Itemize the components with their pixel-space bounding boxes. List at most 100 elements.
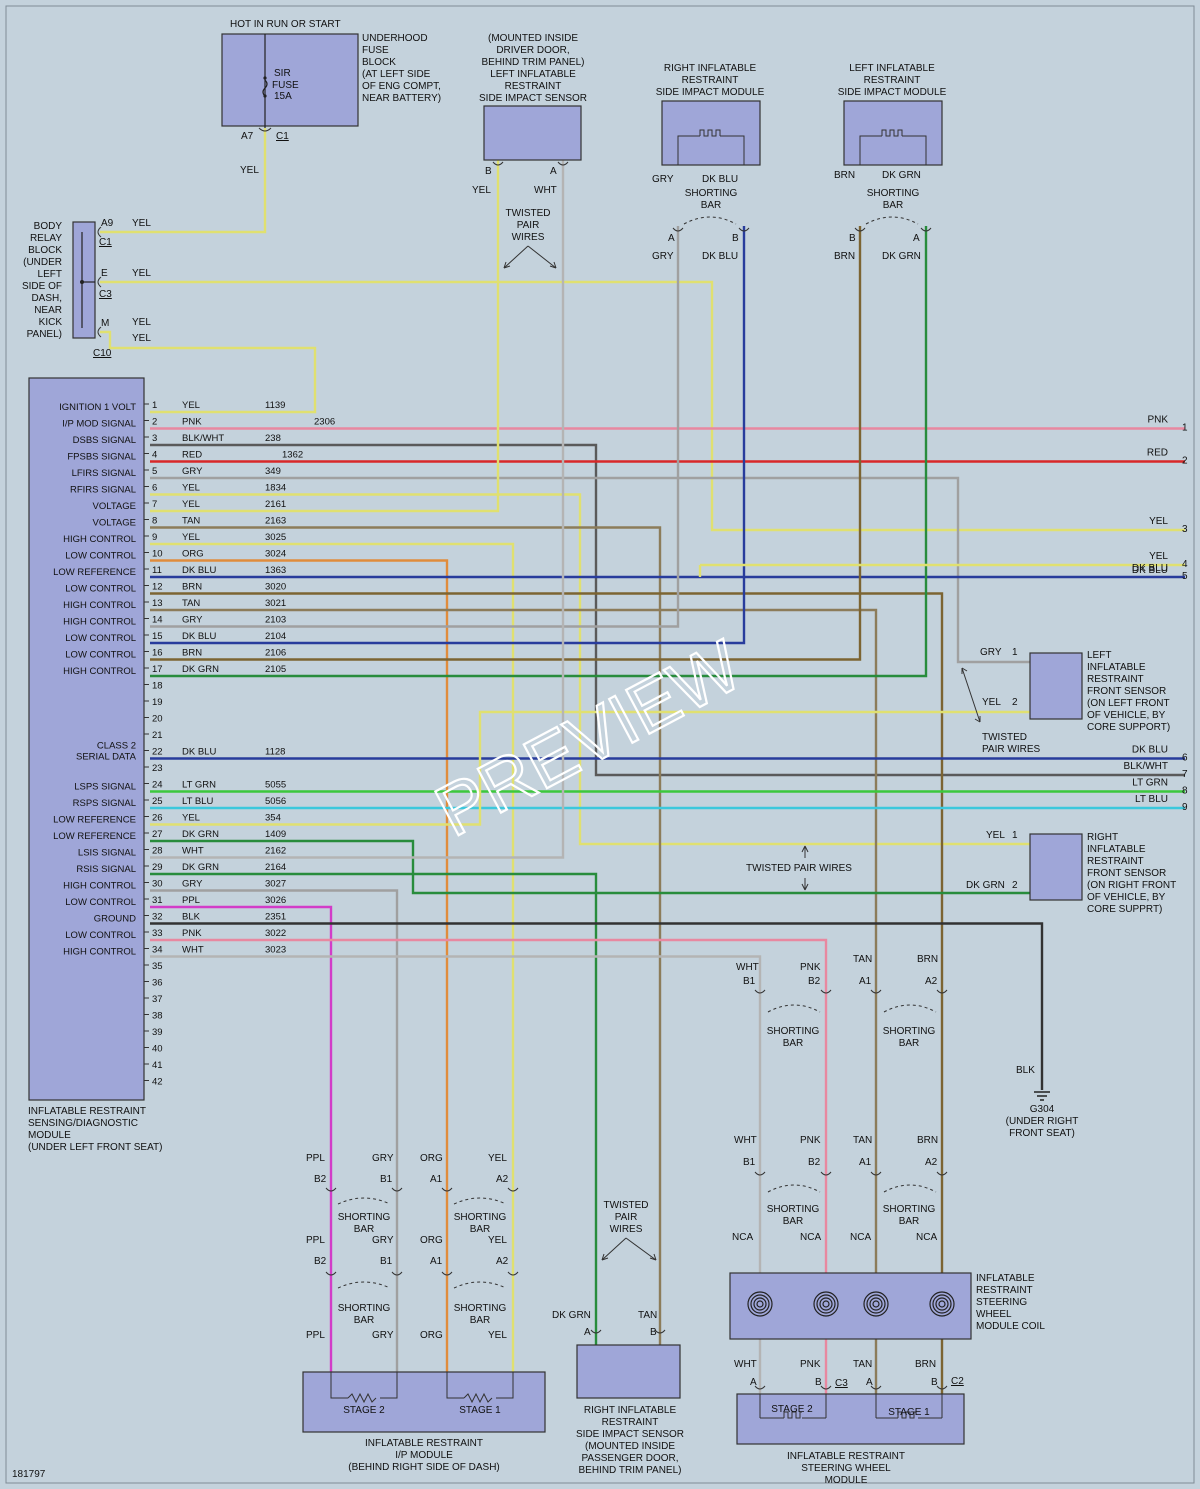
connector-icon [920, 227, 932, 232]
wire-pin-6 [150, 493, 1030, 846]
sdm-pin-number: 39 [152, 1027, 163, 1038]
fuse-text-2: 15A [274, 91, 292, 102]
connector-icon [738, 227, 750, 232]
sdm-wire-color: PPL [182, 895, 200, 906]
sdm-circuit-number: 1362 [282, 450, 303, 461]
sdm-pin-number: 32 [152, 912, 163, 923]
coil-spiral-icon [816, 1294, 836, 1314]
swm-wire-color: TAN [853, 1359, 872, 1370]
sdm-circuit-number: 2106 [265, 648, 286, 659]
fuse-block-label: UNDERHOOD FUSE BLOCK (AT LEFT SIDE OF EN… [362, 33, 441, 104]
lfs-label-line: INFLATABLE [1087, 662, 1146, 673]
swm-connector: C3 [835, 1378, 848, 1389]
rfs-wire-color: DK GRN [966, 880, 1005, 891]
sdm-circuit-number: 3026 [265, 895, 286, 906]
fuse-block-label-line: BLOCK [362, 57, 396, 68]
shorting-bar-text: SHORTING [338, 1303, 391, 1314]
sdm-label-line: SENSING/DIAGNOSTIC [28, 1118, 138, 1129]
hot-label: HOT IN RUN OR START [230, 19, 341, 30]
shorting-bar-text: BAR [899, 1038, 920, 1049]
relay-wire-color: YEL [132, 333, 151, 344]
sdm-function: LOW REFERENCE [53, 831, 136, 842]
steering-coil-area: WHT PNK TAN BRN B1 B2 A1 A2 SHORTING BAR… [729, 954, 1045, 1486]
lfs-label-line: (ON LEFT FRONT [1087, 698, 1170, 709]
ipm-pin: B2 [314, 1174, 327, 1185]
twisted-pair-text: TWISTED [506, 208, 551, 219]
sdm-wire-color: YEL [182, 499, 200, 510]
relay-label-line: LEFT [38, 269, 62, 280]
lsim-pin: B [849, 233, 856, 244]
sdm-function: HIGH CONTROL [63, 881, 136, 892]
sdm-pin-number: 33 [152, 928, 163, 939]
fuse-text-1: FUSE [272, 80, 299, 91]
relay-label-line: BLOCK [28, 245, 62, 256]
sdm-circuit-number: 2351 [265, 912, 286, 923]
sdm-pin-number: 16 [152, 648, 163, 659]
lsis-label-line: BEHIND TRIM PANEL) [482, 57, 585, 68]
sdm-pin-number: 41 [152, 1060, 163, 1071]
relay-label-line: NEAR [34, 305, 62, 316]
sdm-circuit-number: 2164 [265, 862, 286, 873]
lfs-wire-color: YEL [982, 697, 1001, 708]
coil-pin: A2 [925, 976, 938, 987]
sdm-label-line: INFLATABLE RESTRAINT [28, 1106, 146, 1117]
lsis-wire-color: YEL [472, 185, 491, 196]
relay-label-line: RELAY [30, 233, 62, 244]
connector-icon [97, 326, 102, 338]
sdm-function: LFIRS SIGNAL [72, 468, 136, 479]
wire-pin-14 [150, 226, 680, 628]
sdm-pin-number: 19 [152, 697, 163, 708]
sdm-circuit-number: 238 [265, 433, 281, 444]
connector-icon [325, 1271, 337, 1276]
sdm-pin-number: 4 [152, 450, 157, 461]
wire-pin-15 [150, 226, 746, 645]
rsis-wire-color: TAN [638, 1310, 657, 1321]
relay-connector: C1 [99, 237, 112, 248]
offpage-number: 7 [1182, 769, 1188, 780]
coil-pin: A2 [925, 1157, 938, 1168]
sdm-pin-number: 14 [152, 615, 163, 626]
coil-label-line: WHEEL [976, 1309, 1012, 1320]
coil-spiral-icon [938, 1300, 946, 1308]
sdm-circuit-number: 1128 [265, 747, 285, 758]
rsis-pin: A [584, 1327, 591, 1338]
connector-icon [654, 1329, 666, 1334]
sdm-wire-color: BLK [182, 912, 201, 923]
connector-icon [754, 1171, 766, 1176]
coil-spiral-icon [935, 1297, 949, 1311]
connector-icon [854, 227, 866, 232]
fuse-wire-color: YEL [240, 165, 259, 176]
ipm-wire-color: GRY [372, 1235, 394, 1246]
connector-icon [754, 1385, 766, 1390]
sdm-circuit-number: 5055 [265, 780, 286, 791]
shorting-bar-text: BAR [470, 1315, 491, 1326]
ipm-pin: B1 [380, 1256, 393, 1267]
ipm-label-line: INFLATABLE RESTRAINT [365, 1438, 483, 1449]
relay-label-line: (UNDER [23, 257, 62, 268]
sdm-function: HIGH CONTROL [63, 617, 136, 628]
rfs-label-line: RESTRAINT [1087, 856, 1144, 867]
sdm-function: LOW CONTROL [65, 930, 136, 941]
sdm-pin-number: 9 [152, 532, 157, 543]
ipm-pin: B2 [314, 1256, 327, 1267]
sdm-pin-number: 6 [152, 483, 157, 494]
fuse-block-label-line: NEAR BATTERY) [362, 93, 441, 104]
ground-wire-color: BLK [1016, 1065, 1035, 1076]
ip-module-area: PPL GRY ORG YEL B2 B1 A1 A2 SHORTING BAR… [302, 1153, 546, 1473]
lsis-label: (MOUNTED INSIDE DRIVER DOOR, BEHIND TRIM… [479, 33, 587, 104]
sdm-pin-number: 28 [152, 846, 163, 857]
sdm-pin-number: 20 [152, 714, 163, 725]
shorting-bar-text: SHORTING [883, 1204, 936, 1215]
sdm-function: IGNITION 1 VOLT [59, 402, 136, 413]
lsim-wire-color: DK GRN [882, 251, 921, 262]
sdm-wire-color: YEL [182, 483, 200, 494]
sdm-circuit-number: 349 [265, 466, 281, 477]
fuse-block-label-line: (AT LEFT SIDE [362, 69, 431, 80]
lsim-wire-color: DK GRN [882, 170, 921, 181]
sdm-pin-number: 17 [152, 664, 163, 675]
fuse-block-label-line: FUSE [362, 45, 389, 56]
connector-icon [441, 1187, 453, 1192]
coil-pin: A1 [859, 1157, 872, 1168]
sdm-pin-number: 15 [152, 631, 163, 642]
